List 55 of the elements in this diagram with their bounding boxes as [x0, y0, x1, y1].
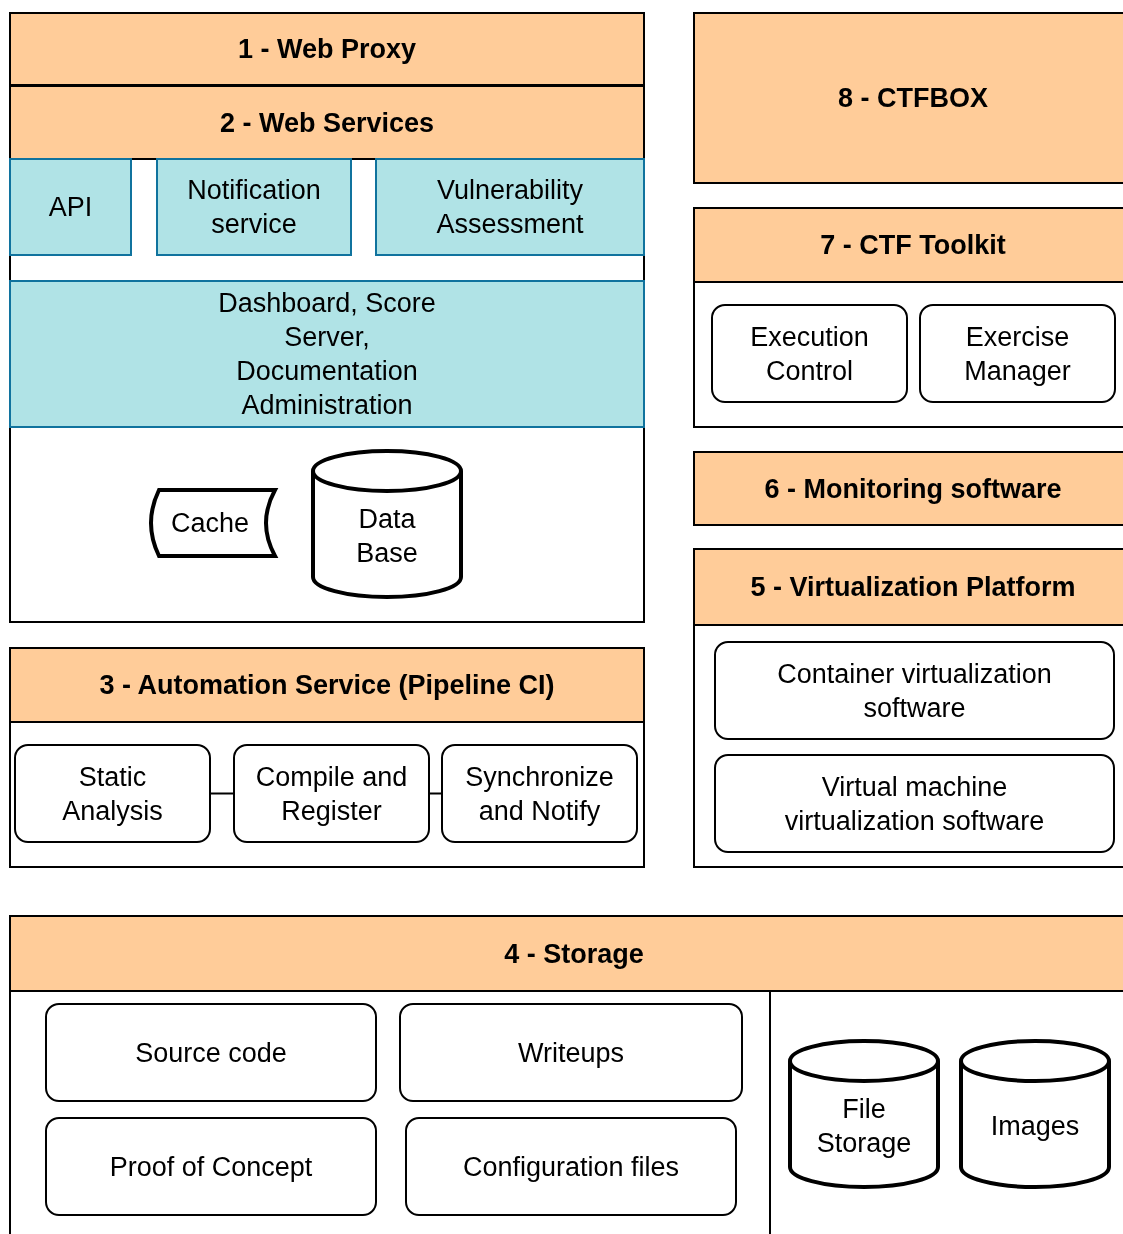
- component-label: Vulnerability Assessment: [435, 174, 585, 241]
- component-box: [714, 641, 1115, 740]
- database-cylinder: [959, 1039, 1111, 1189]
- component-label: Configuration files: [461, 1150, 681, 1184]
- component-label: File Storage: [815, 1093, 913, 1160]
- component-label: Static Analysis: [61, 760, 164, 828]
- component-box: [405, 1117, 737, 1216]
- layer-title: 5 - Virtualization Platform: [749, 571, 1077, 604]
- component-label: Dashboard, Score Server, Documentation Administration: [217, 287, 437, 422]
- database-cylinder: [788, 1039, 940, 1189]
- layer-band: [693, 12, 1123, 184]
- component-label: Exercise Manager: [963, 320, 1072, 388]
- layer-band: [9, 12, 645, 86]
- component-box: [399, 1003, 743, 1102]
- component-box: [375, 158, 645, 256]
- component-box: [45, 1117, 377, 1216]
- component-box: [156, 158, 352, 256]
- component-label: API: [47, 191, 94, 224]
- layer-title: 7 - CTF Toolkit: [819, 229, 1007, 262]
- layer-title: 1 - Web Proxy: [237, 33, 417, 66]
- component-label: Execution Control: [749, 320, 870, 388]
- layer-title: 4 - Storage: [503, 937, 645, 971]
- layer-panel: [9, 647, 645, 868]
- component-label: Data Base: [355, 503, 419, 570]
- component-box: [919, 304, 1116, 403]
- component-label: Container virtualization software: [776, 657, 1053, 725]
- component-box: [714, 754, 1115, 853]
- component-label: Writeups: [516, 1036, 625, 1070]
- layer-band: [693, 451, 1123, 526]
- database-cylinder: [311, 449, 463, 599]
- component-box: [45, 1003, 377, 1102]
- component-box: [441, 744, 638, 843]
- component-label: Compile and Register: [254, 760, 409, 828]
- layer-panel: [9, 85, 645, 623]
- layer-panel: [693, 207, 1123, 428]
- component-label: Cache: [169, 507, 250, 540]
- layer-panel: [9, 915, 1123, 1234]
- layer-title: 6 - Monitoring software: [764, 472, 1062, 506]
- layer-panel: [693, 548, 1123, 868]
- component-box: [9, 280, 645, 428]
- component-label: Images: [989, 1110, 1081, 1143]
- component-label: Virtual machine virtualization software: [783, 770, 1046, 838]
- connector-line: [429, 792, 442, 795]
- component-label: Notification service: [186, 174, 322, 241]
- layer-title: 8 - CTFBOX: [838, 82, 988, 115]
- component-box: [9, 158, 132, 256]
- component-box: [711, 304, 908, 403]
- component-label: Synchronize and Notify: [464, 760, 615, 828]
- component-box: [233, 744, 430, 843]
- component-label: Source code: [134, 1036, 288, 1070]
- layer-title: 3 - Automation Service (Pipeline CI): [98, 669, 556, 702]
- connector-line: [210, 792, 234, 795]
- component-label: Proof of Concept: [108, 1150, 314, 1184]
- layer-title: 2 - Web Services: [218, 106, 436, 140]
- component-box: [14, 744, 211, 843]
